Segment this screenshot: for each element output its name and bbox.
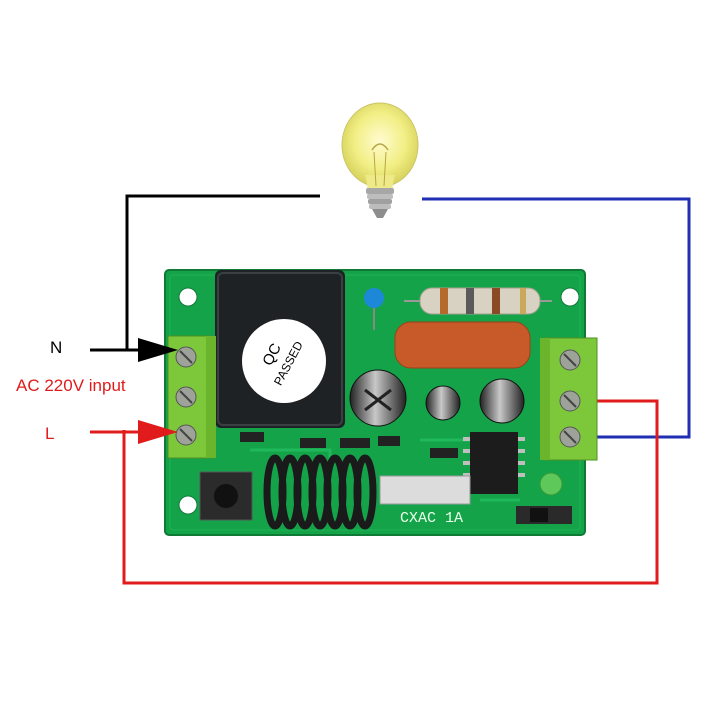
antenna-coil	[263, 454, 377, 530]
mounting-hole	[178, 495, 198, 515]
ic-chip	[463, 432, 525, 494]
output-terminal-block	[540, 337, 598, 461]
input-terminal-block	[167, 335, 216, 459]
neutral-label: N	[50, 338, 63, 357]
smd-components	[240, 432, 458, 458]
status-led	[539, 472, 563, 496]
electrolytic-capacitor-medium	[479, 378, 525, 424]
learn-button	[199, 471, 253, 521]
neutral-wire	[125, 194, 320, 350]
rf-receiver-module	[379, 475, 471, 505]
live-wire-loop	[122, 399, 659, 585]
neutral-arrow-icon	[138, 338, 178, 362]
electrolytic-capacitor-small	[425, 385, 461, 421]
silkscreen-model: CXAC 1A	[400, 510, 463, 527]
qc-sticker	[242, 319, 326, 403]
mounting-hole	[560, 287, 580, 307]
relay: QC PASSED	[215, 270, 345, 428]
mounting-hole	[178, 287, 198, 307]
power-resistor	[404, 287, 552, 315]
film-capacitor	[394, 321, 531, 369]
electrolytic-capacitor-large	[349, 369, 407, 427]
ac-input-label: AC 220V input	[16, 376, 126, 395]
light-bulb-icon	[341, 102, 419, 218]
live-arrow-icon	[138, 420, 178, 444]
live-label: L	[45, 424, 55, 443]
load-wire	[422, 197, 691, 439]
ceramic-capacitor	[364, 288, 384, 330]
